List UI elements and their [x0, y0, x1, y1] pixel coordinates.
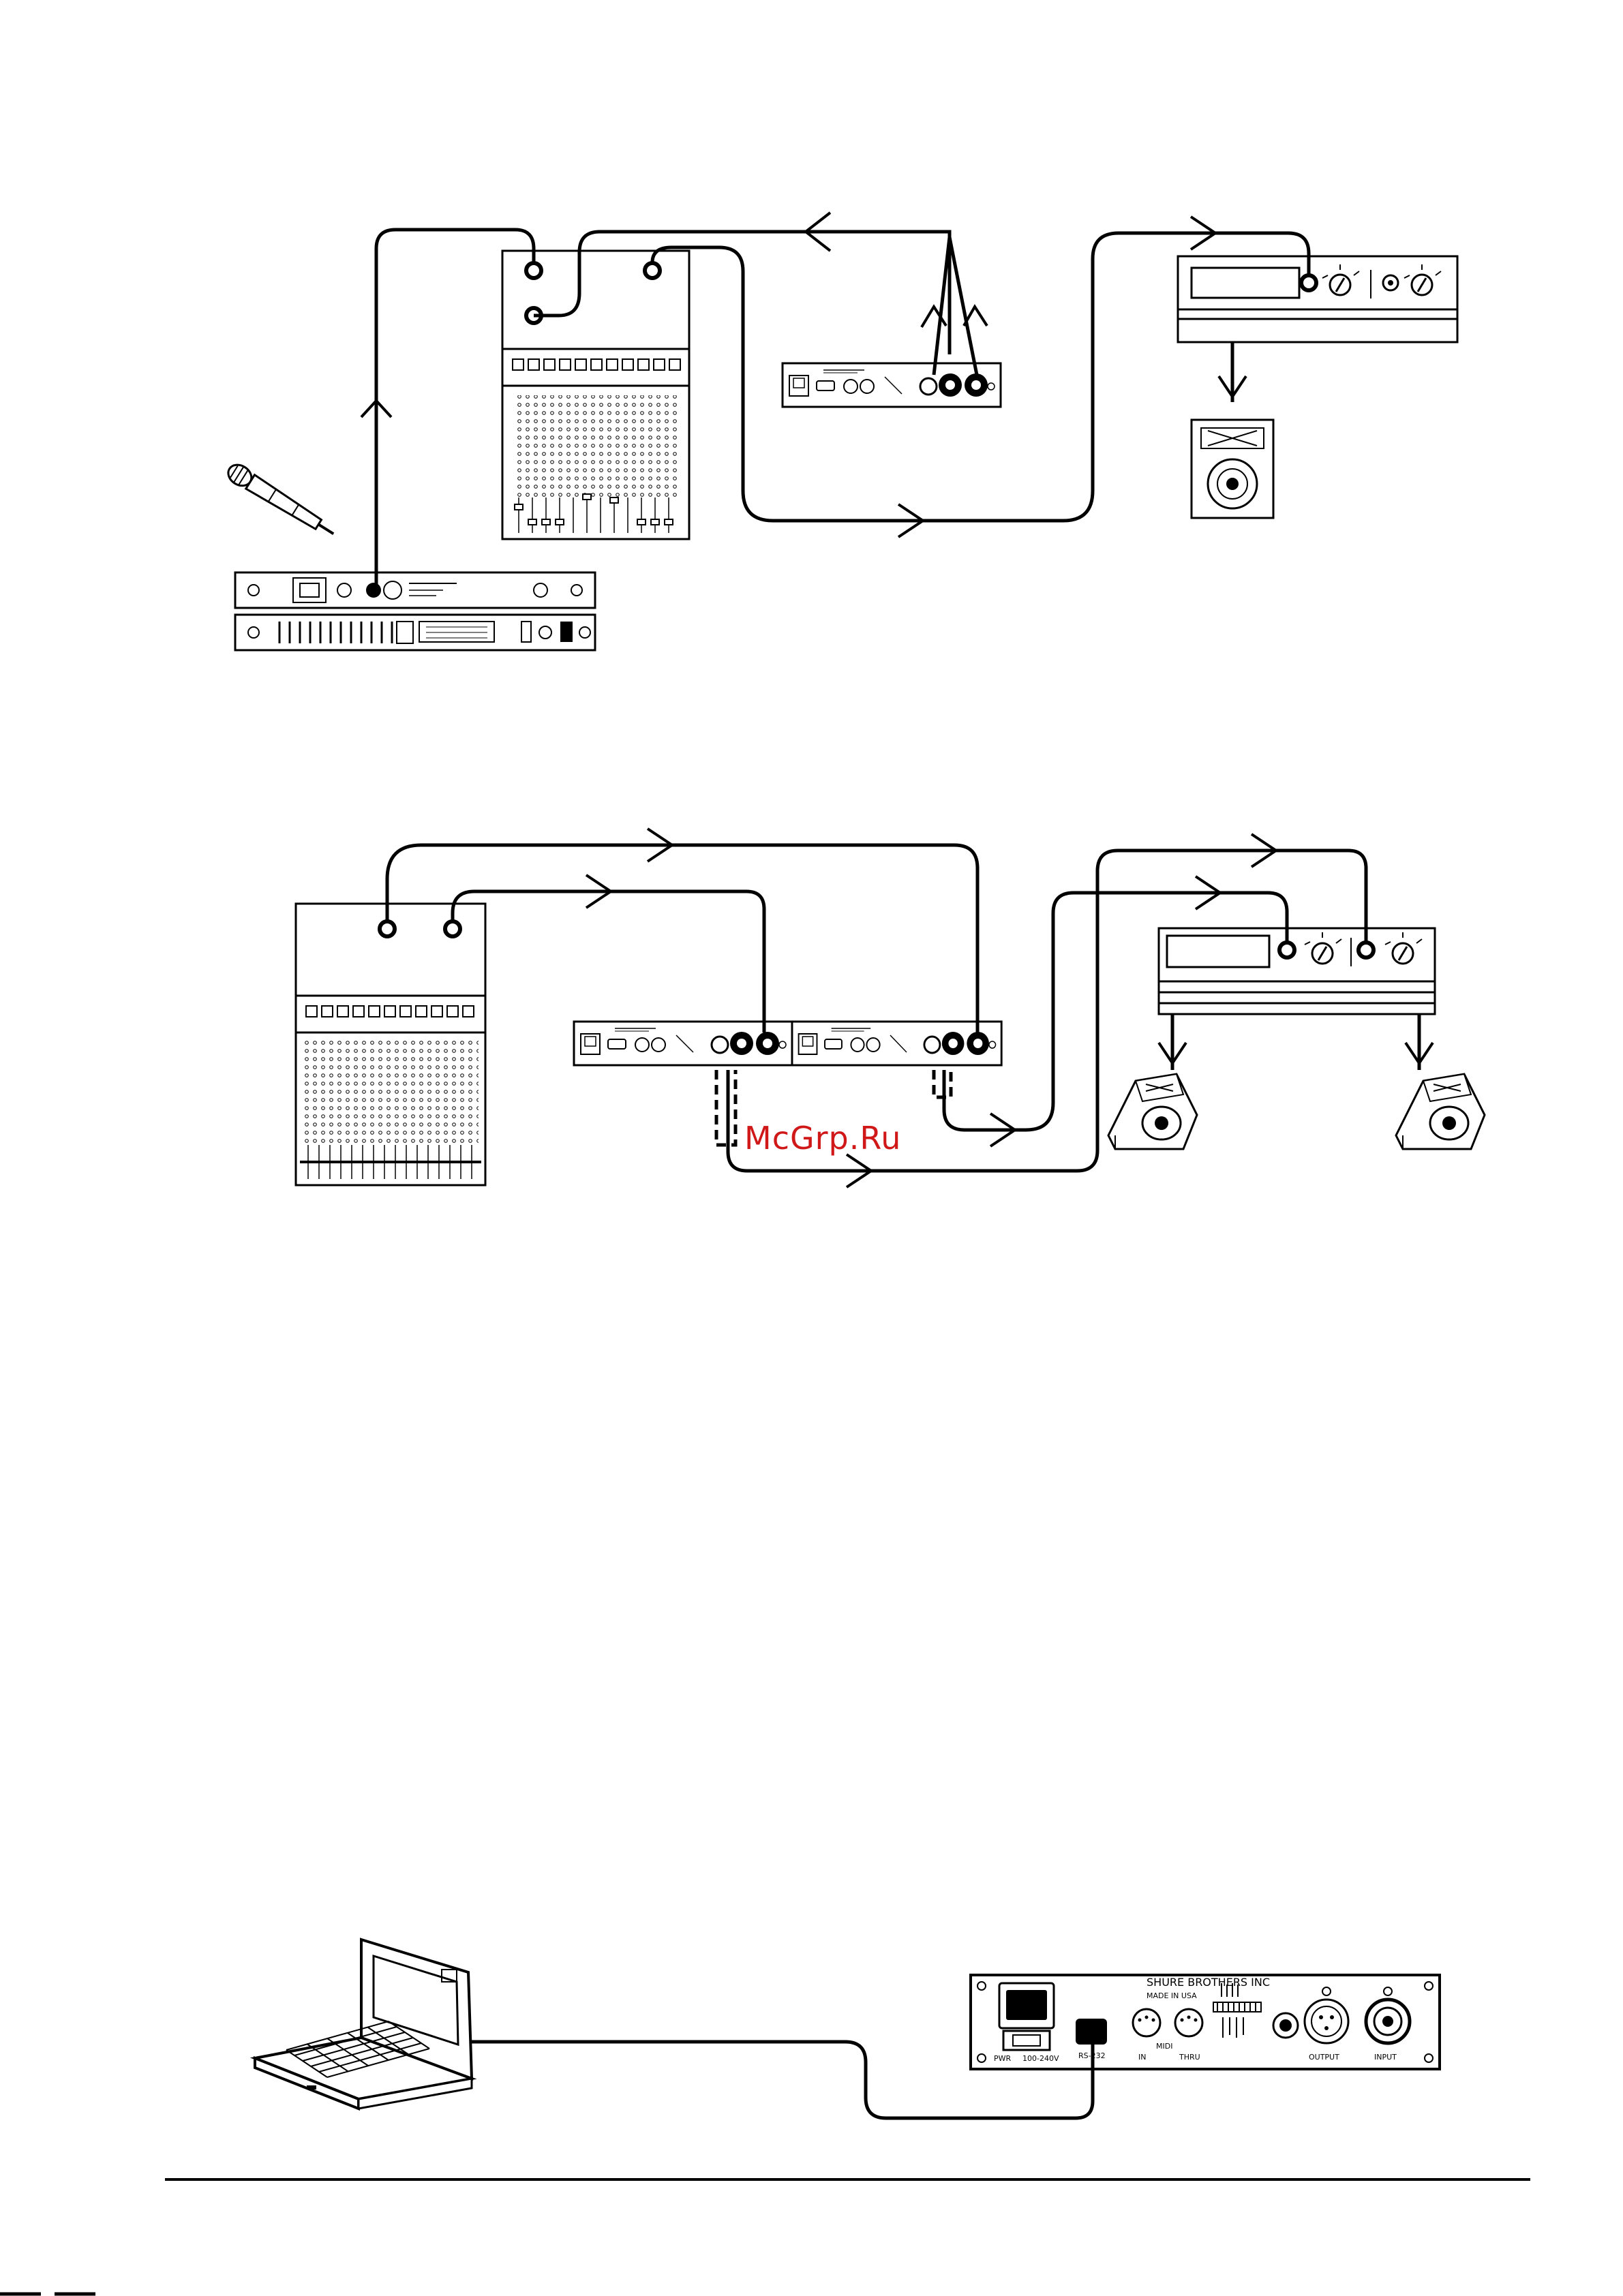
wireless-receiver-icon	[235, 572, 595, 650]
output-label: OUTPUT	[1309, 2053, 1339, 2062]
brand-label: SHURE BROTHERS INC	[1147, 1976, 1270, 1989]
floor-monitor-icon	[1108, 1074, 1197, 1149]
speaker-icon	[1192, 420, 1273, 518]
rear-panel: SHURE BROTHERS INC MADE IN USA PWR 100-2…	[971, 1975, 1440, 2069]
mixing-console-icon	[502, 251, 689, 539]
midi-label: MIDI	[1156, 2042, 1172, 2051]
midi-in-label: IN	[1138, 2053, 1146, 2062]
input-label: INPUT	[1374, 2053, 1397, 2062]
made-in-label: MADE IN USA	[1147, 1991, 1197, 2000]
processor-icon	[783, 363, 1001, 407]
rs232-port	[1076, 2019, 1107, 2045]
watermark-text: McGrp.Ru	[744, 1120, 901, 1157]
midi-thru-label: THRU	[1179, 2053, 1200, 2062]
voltage-label: 100-240V	[1022, 2054, 1059, 2063]
power-label: PWR	[994, 2054, 1012, 2063]
diagram-1-single-mix	[224, 213, 1457, 650]
diagram-3-computer-control: SHURE BROTHERS INC MADE IN USA PWR 100-2…	[255, 1940, 1440, 2118]
processor-icon	[574, 1022, 792, 1065]
mixing-console-icon	[296, 904, 485, 1185]
amplifier-icon	[1159, 928, 1435, 1014]
amplifier-icon	[1178, 256, 1457, 342]
processor-icon	[792, 1022, 1001, 1065]
microphone-icon	[224, 461, 338, 542]
floor-monitor-icon	[1396, 1074, 1485, 1149]
laptop-icon	[255, 1940, 472, 2109]
